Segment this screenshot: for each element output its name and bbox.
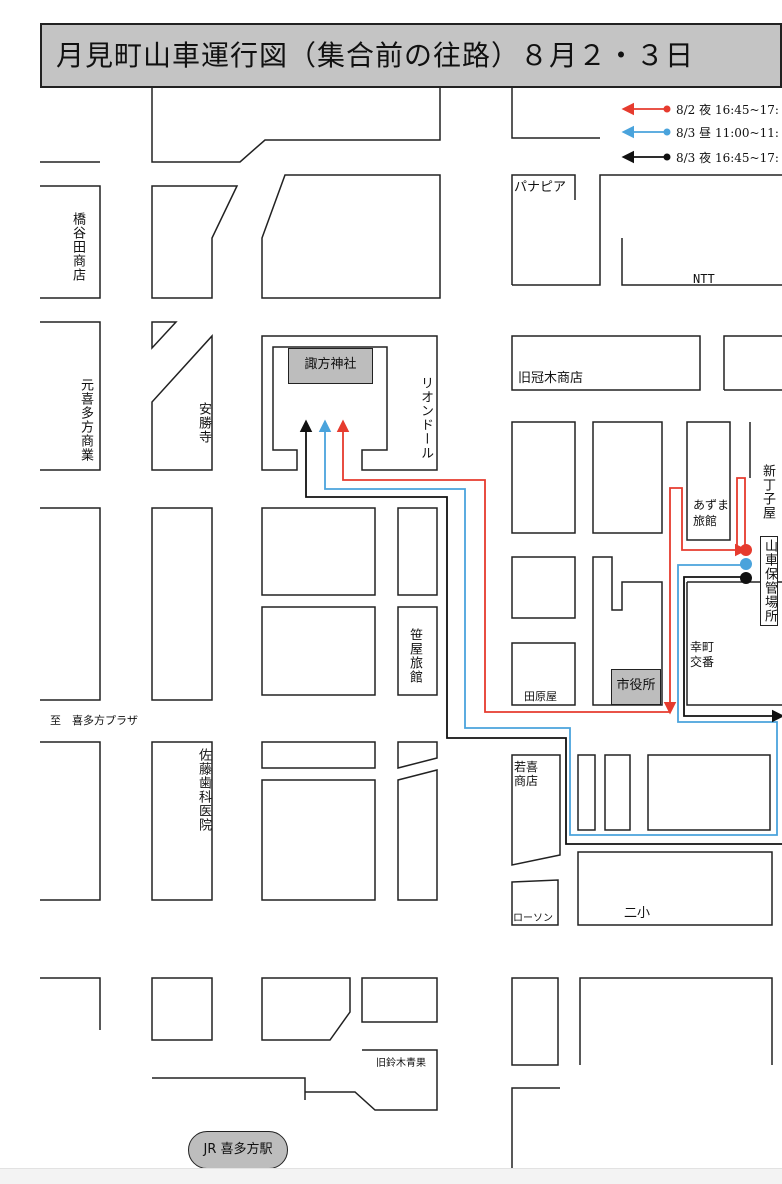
riondoru-label: リオンドール [418, 376, 433, 460]
route-red-start [663, 487, 748, 715]
start-dot-red [740, 544, 752, 556]
hashiya-label: 橋谷田商店 [70, 212, 85, 282]
kyu-suzuki-label: 旧鈴木青果 [376, 1058, 426, 1069]
page-footer-bar [0, 1168, 782, 1184]
wakaki-label-2: 商店 [514, 774, 539, 788]
saiwai-label-1: 幸町 [690, 640, 715, 654]
legend-label-black: 8/3 夜 16:45~17: [676, 151, 779, 165]
start-dot-black [740, 572, 752, 584]
panapia-label: パナピア [514, 180, 567, 195]
city-hall-label: 市役所 [611, 669, 661, 705]
sasaya-label: 笹屋旅館 [407, 628, 422, 684]
shinchoji-label: 新丁子屋 [760, 464, 775, 520]
map-title: 月見町山車運行図（集合前の往路）８月２・３日 [40, 23, 782, 88]
start-dot-blue [740, 558, 752, 570]
legend-label-blue: 8/3 昼 11:00~11: [676, 126, 779, 140]
legend-label-red: 8/2 夜 16:45~17: [676, 103, 779, 117]
motokita-label: 元喜多方商業 [78, 378, 93, 462]
plaza-direction-label: 至 喜多方プラザ [50, 714, 138, 727]
legend-lines [621, 102, 671, 164]
route-black [683, 576, 782, 723]
azuma-label-2: 旅館 [693, 514, 718, 528]
suwa-shrine-label: 諏方神社 [288, 348, 373, 384]
tawaraya-label: 田原屋 [524, 690, 557, 703]
dashi-storage-label: 山車保管場所 [760, 536, 778, 626]
sato-label: 佐藤歯科医院 [196, 748, 211, 832]
ntt-label: NTT [693, 272, 715, 286]
saiwai-label-2: 交番 [690, 655, 715, 669]
route-blue [318, 419, 778, 836]
wakaki-label-1: 若喜 [514, 760, 539, 774]
route-red [336, 419, 670, 713]
lawson-label: ローソン [513, 913, 553, 924]
route-black-2 [299, 419, 782, 845]
azuma-label-1: あずま [693, 498, 730, 512]
anshoji-label: 安勝寺 [196, 402, 211, 444]
city-blocks [40, 88, 782, 1168]
nisho-label: 二小 [624, 906, 651, 921]
kyu-kanmuri-label: 旧冠木商店 [518, 371, 584, 386]
jr-station-label: JR 喜多方駅 [188, 1131, 288, 1169]
route-red-shinchoji [736, 477, 746, 551]
